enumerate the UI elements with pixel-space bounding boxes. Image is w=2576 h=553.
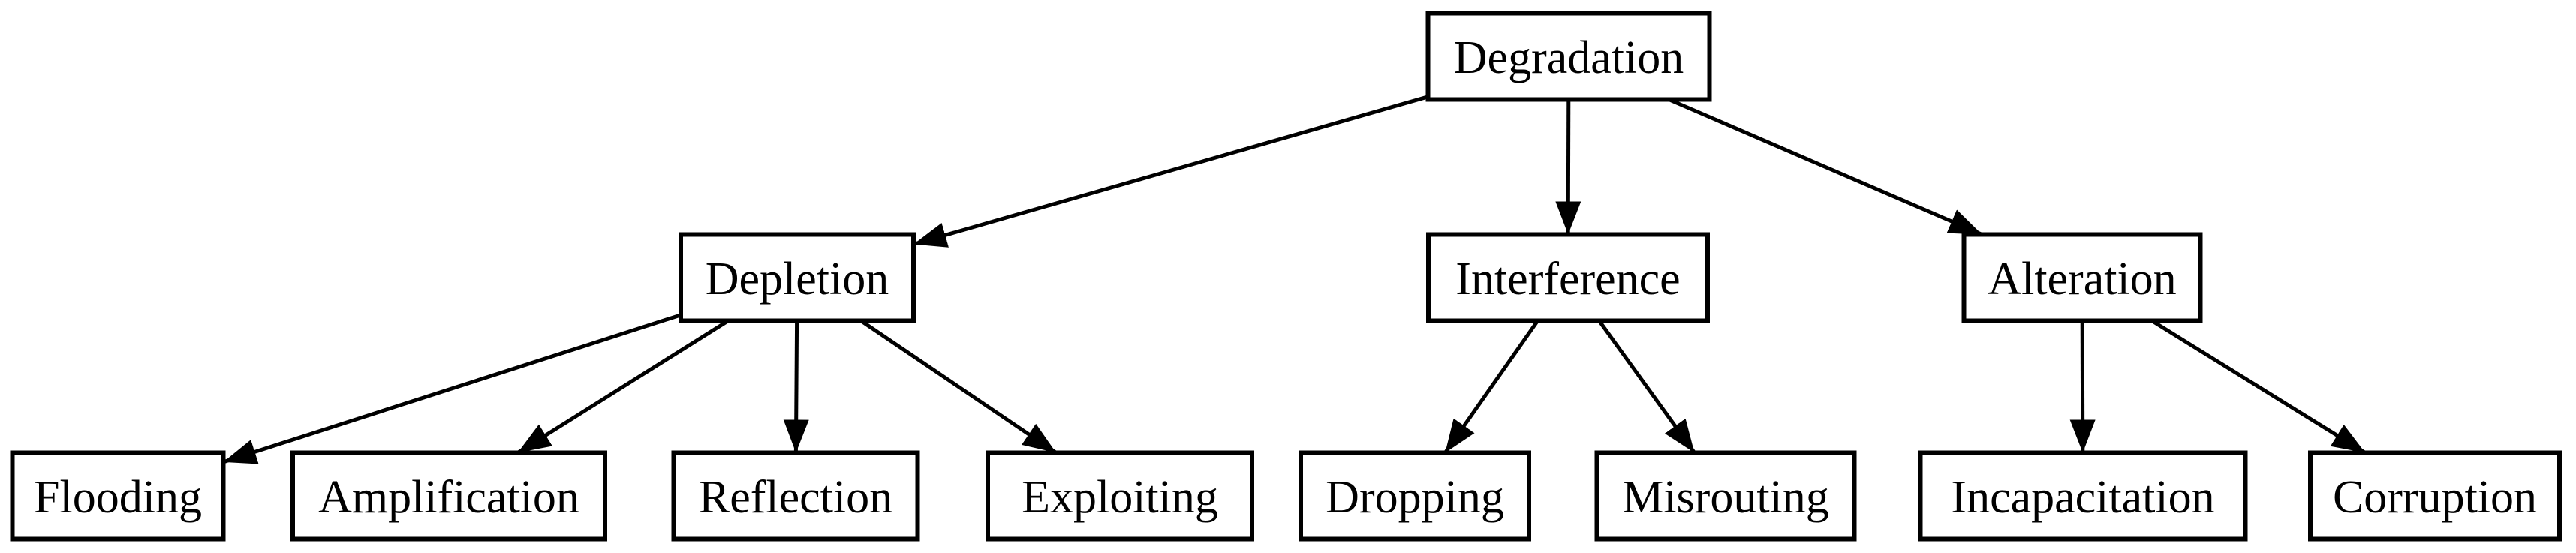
node-box-alteration [1961,232,2203,323]
node-box-flooding [10,450,226,542]
edge-depletion-amplification [516,319,730,455]
edge-degradation-depletion [913,95,1429,248]
node-label-reflection: Reflection [699,472,892,523]
edge-depletion-flooding [222,313,682,464]
edge-depletion-exploiting [859,319,1058,455]
node-label-amplification: Amplification [318,472,579,523]
node-box-dropping [1299,450,1531,542]
node-label-incapacitation: Incapacitation [1951,472,2214,523]
edge-interference-dropping [1443,320,1539,454]
node-box-amplification [290,450,607,542]
node-label-flooding: Flooding [34,472,202,523]
edges-layer [222,95,2367,464]
edge-degradation-alteration [1668,98,1983,236]
node-label-corruption: Corruption [2333,472,2537,523]
node-depletion: Depletion [679,232,916,323]
node-box-degradation [1425,11,1712,102]
node-box-exploiting [986,450,1254,542]
node-label-misrouting: Misrouting [1622,472,1829,523]
node-label-exploiting: Exploiting [1022,472,1218,523]
node-box-incapacitation [1918,450,2248,542]
node-flooding: Flooding [10,450,226,542]
node-label-degradation: Degradation [1454,32,1684,83]
edge-alteration-incapacitation [2069,320,2096,453]
node-box-corruption [2308,450,2562,542]
node-box-reflection [671,450,920,542]
node-amplification: Amplification [290,450,607,542]
edge-interference-misrouting [1597,320,1696,454]
node-degradation: Degradation [1425,11,1712,102]
node-misrouting: Misrouting [1594,450,1857,542]
node-label-depletion: Depletion [706,254,889,305]
edge-alteration-corruption [2150,319,2367,455]
node-label-dropping: Dropping [1326,472,1504,523]
edge-degradation-interference [1555,99,1581,235]
node-interference: Interference [1426,232,1710,323]
node-incapacitation: Incapacitation [1918,450,2248,542]
node-label-alteration: Alteration [1988,254,2176,305]
node-label-interference: Interference [1455,254,1680,305]
node-reflection: Reflection [671,450,920,542]
node-alteration: Alteration [1961,232,2203,323]
node-box-interference [1426,232,1710,323]
node-box-depletion [679,232,916,323]
node-corruption: Corruption [2308,450,2562,542]
node-exploiting: Exploiting [986,450,1254,542]
node-box-misrouting [1594,450,1857,542]
node-dropping: Dropping [1299,450,1531,542]
